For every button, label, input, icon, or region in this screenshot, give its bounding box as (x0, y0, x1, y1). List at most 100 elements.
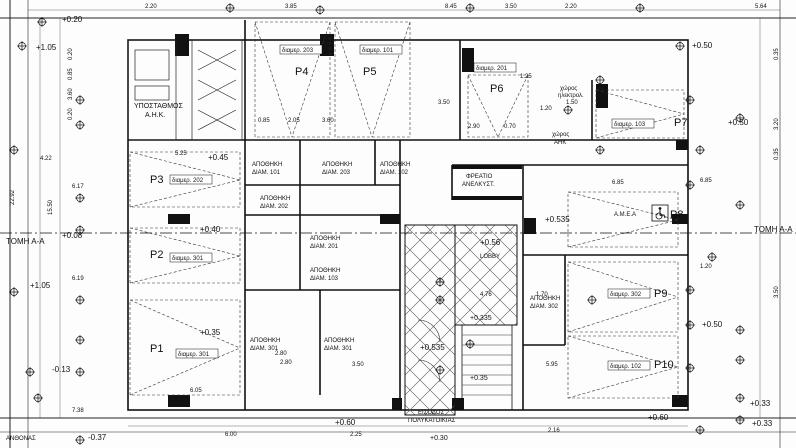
parking-tag-box (473, 62, 517, 73)
parking-tag: διαμερ. 103 (614, 122, 646, 128)
room-labels: ΥΠΟΣΤΑΘΜΟΣ Α.Η.Κ. χώρος ηλεκτρολ. χώρος … (134, 86, 636, 424)
accessible-label: Α.Μ.Ε.Α (614, 212, 636, 218)
storage-label: ΔΙΑΜ. 301 (250, 346, 279, 352)
level-label: +0.20 (62, 15, 83, 24)
dimension-value: 6.17 (72, 184, 84, 190)
survey-marker (595, 75, 605, 85)
storage-label: ΑΠΟΘΗΚΗ (310, 236, 340, 242)
lift-pit-label: ΑΝΕΛΚΥΣΤ. (462, 182, 495, 188)
survey-marker (25, 367, 35, 377)
section-label-left: ΤΟΜΗ Α-Α (6, 237, 45, 246)
survey-marker (587, 295, 597, 305)
level-label: +0.33 (752, 419, 773, 428)
parking-tag-box (279, 44, 323, 55)
parking-id: P1 (150, 343, 163, 355)
level-label: +1.05 (30, 281, 51, 290)
dimension-value: 4.22 (40, 156, 52, 162)
parking-tag-box (611, 118, 655, 129)
survey-marker (17, 41, 27, 51)
survey-marker (735, 393, 745, 403)
dimension-value: 0.70 (504, 124, 516, 130)
survey-marker (695, 425, 705, 435)
survey-marker (33, 393, 43, 403)
level-label: +0.50 (728, 118, 749, 127)
street-label: ΑΝΘΟΝΑΣ (6, 436, 36, 442)
dimension-value: 2.20 (565, 4, 577, 10)
parking-id: P9 (654, 288, 667, 300)
dimension-value: 5.95 (546, 362, 558, 368)
dimension-lines (28, 9, 780, 427)
level-label: +0.40 (200, 225, 221, 234)
dimension-value: 3.20 (774, 118, 780, 130)
dimension-value: 7.38 (72, 408, 84, 414)
dimension-value: 3.60 (68, 88, 74, 100)
dimension-value: 3.50 (505, 4, 517, 10)
dimension-value: 6.85 (612, 180, 624, 186)
dimension-value: 1.25 (520, 74, 532, 80)
wheelchair-icon (651, 204, 669, 222)
parking-tag: διαμερ. 201 (476, 66, 508, 72)
elec-room-label: ηλεκτρολ. (558, 93, 584, 99)
survey-marker (675, 41, 685, 51)
dimension-value: 2.25 (350, 432, 362, 438)
survey-marker (695, 145, 705, 155)
parking-tag-box (169, 252, 213, 263)
level-label: +0.35 (470, 375, 488, 382)
storage-label: ΔΙΑΜ. 101 (252, 170, 281, 176)
survey-marker (75, 193, 85, 203)
dimension-value: 0.85 (258, 118, 270, 124)
survey-marker (465, 339, 475, 349)
survey-marker (75, 95, 85, 105)
lift-and-stairs (404, 224, 518, 416)
dimension-value: 0.20 (68, 48, 74, 60)
dimension-value: 3.60 (322, 118, 334, 124)
storage-label: ΑΠΟΘΗΚΗ (260, 196, 290, 202)
level-label: +0.60 (335, 418, 356, 427)
storage-label: ΑΠΟΘΗΚΗ (252, 162, 282, 168)
parking-tag-box (175, 348, 219, 359)
dimension-value: 2.20 (145, 4, 157, 10)
dimension-value: 2.05 (288, 118, 300, 124)
ahk-room-label: χώρος (552, 132, 569, 138)
level-label: +0.50 (692, 41, 713, 50)
dimension-value: 22.92 (10, 189, 16, 205)
storage-label: ΔΙΑΜ. 202 (260, 204, 289, 210)
level-label: +1.05 (36, 43, 57, 52)
storage-label: ΑΠΟΘΗΚΗ (324, 338, 354, 344)
storage-label: ΔΙΑΜ. 201 (310, 244, 339, 250)
survey-marker (563, 105, 573, 115)
survey-marker (225, 3, 235, 13)
parking-id: P10 (654, 359, 674, 371)
storage-label: ΑΠΟΘΗΚΗ (310, 268, 340, 274)
parking-id: P2 (150, 249, 163, 261)
survey-markers (9, 3, 745, 445)
survey-marker (75, 295, 85, 305)
parking-tag-box (607, 360, 651, 371)
survey-marker (315, 5, 325, 15)
substation-equipment (127, 39, 243, 141)
survey-marker (685, 180, 695, 190)
survey-marker (685, 95, 695, 105)
parking-bays (129, 21, 685, 399)
survey-marker (707, 252, 717, 262)
survey-marker (75, 335, 85, 345)
dimension-value: 6.85 (700, 178, 712, 184)
dimension-value: 6.05 (190, 388, 202, 394)
dimension-value: 2.90 (468, 124, 480, 130)
dimension-value: 5.64 (755, 4, 767, 10)
dimension-value: 3.50 (438, 100, 450, 106)
substation-label: ΥΠΟΣΤΑΘΜΟΣ (134, 103, 183, 110)
survey-marker (435, 365, 445, 375)
dimension-value: 2.16 (548, 428, 560, 434)
survey-marker (595, 145, 605, 155)
survey-marker (75, 120, 85, 130)
dimension-value: 4.76 (480, 292, 492, 298)
level-label: +0.335 (470, 315, 492, 322)
parking-tag-box (607, 288, 651, 299)
storage-label: ΔΙΑΜ. 302 (530, 304, 559, 310)
storage-label: ΔΙΑΜ. 301 (324, 346, 353, 352)
survey-marker (75, 435, 85, 445)
